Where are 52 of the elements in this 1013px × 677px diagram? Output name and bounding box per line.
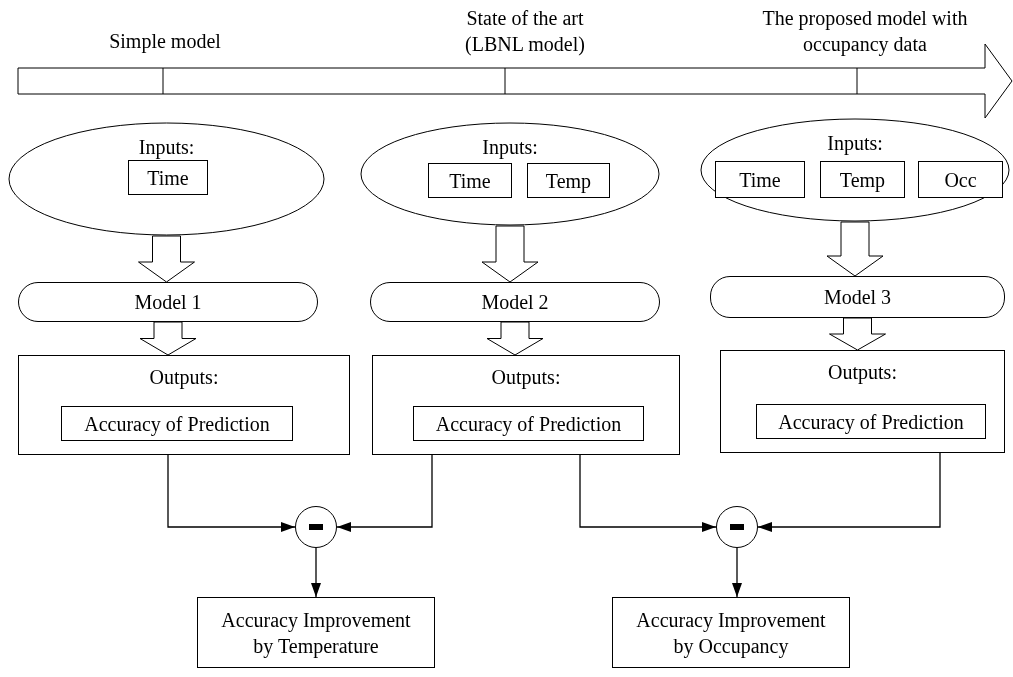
- node-text: Model 3: [822, 285, 893, 310]
- input-box: [428, 163, 512, 198]
- block-arrow: [139, 321, 197, 356]
- model-box: [370, 282, 660, 322]
- heading-text: Outputs:: [490, 365, 562, 391]
- input-box: [527, 163, 610, 198]
- node-text: Accuracy of Prediction: [777, 409, 965, 435]
- arrow: [336, 454, 433, 532]
- block-arrow: [826, 221, 884, 277]
- node-text: Accuracy Improvement by Temperature: [220, 607, 412, 659]
- arrow: [167, 454, 296, 532]
- input-box: [756, 404, 986, 439]
- arrow: [757, 452, 941, 532]
- input-box: [128, 160, 208, 195]
- outputs-box: [720, 350, 1005, 453]
- outputs-box: [372, 355, 680, 455]
- heading-text: Inputs:: [826, 131, 884, 157]
- input-box: [61, 406, 293, 441]
- outputs-box: [18, 355, 350, 455]
- node-text: Time: [146, 165, 190, 191]
- node-text: Time: [448, 168, 492, 194]
- node-text: Accuracy Improvement by Occupancy: [635, 607, 827, 659]
- input-box: [918, 161, 1003, 198]
- stage-label: Simple model: [108, 29, 222, 54]
- input-box: [715, 161, 805, 198]
- node-text: Accuracy of Prediction: [83, 411, 271, 437]
- node-text: Model 1: [133, 290, 203, 315]
- block-arrow: [481, 225, 539, 283]
- heading-text: Inputs:: [481, 135, 539, 161]
- block-arrow: [486, 321, 544, 356]
- arrow: [311, 547, 321, 598]
- node-text: Accuracy of Prediction: [434, 411, 623, 437]
- input-box: [413, 406, 644, 441]
- heading-text: Inputs:: [137, 135, 196, 161]
- heading-text: Outputs:: [148, 365, 220, 391]
- block-arrow: [138, 235, 195, 283]
- node-text: Temp: [838, 167, 887, 193]
- node-text: Temp: [544, 168, 593, 194]
- node-text: Time: [738, 167, 782, 193]
- node-text: Occ: [943, 167, 978, 193]
- input-box: [820, 161, 905, 198]
- arrow: [732, 547, 742, 598]
- arrow: [579, 454, 717, 532]
- result-box: [197, 597, 435, 668]
- result-box: [612, 597, 850, 668]
- heading-text: Outputs:: [827, 360, 898, 386]
- model-box: [710, 276, 1005, 318]
- block-arrow: [829, 317, 886, 351]
- stage-label: The proposed model with occupancy data: [761, 6, 969, 57]
- node-text: Model 2: [480, 290, 550, 315]
- model-box: [18, 282, 318, 322]
- stage-label: State of the art (LBNL model): [464, 6, 586, 57]
